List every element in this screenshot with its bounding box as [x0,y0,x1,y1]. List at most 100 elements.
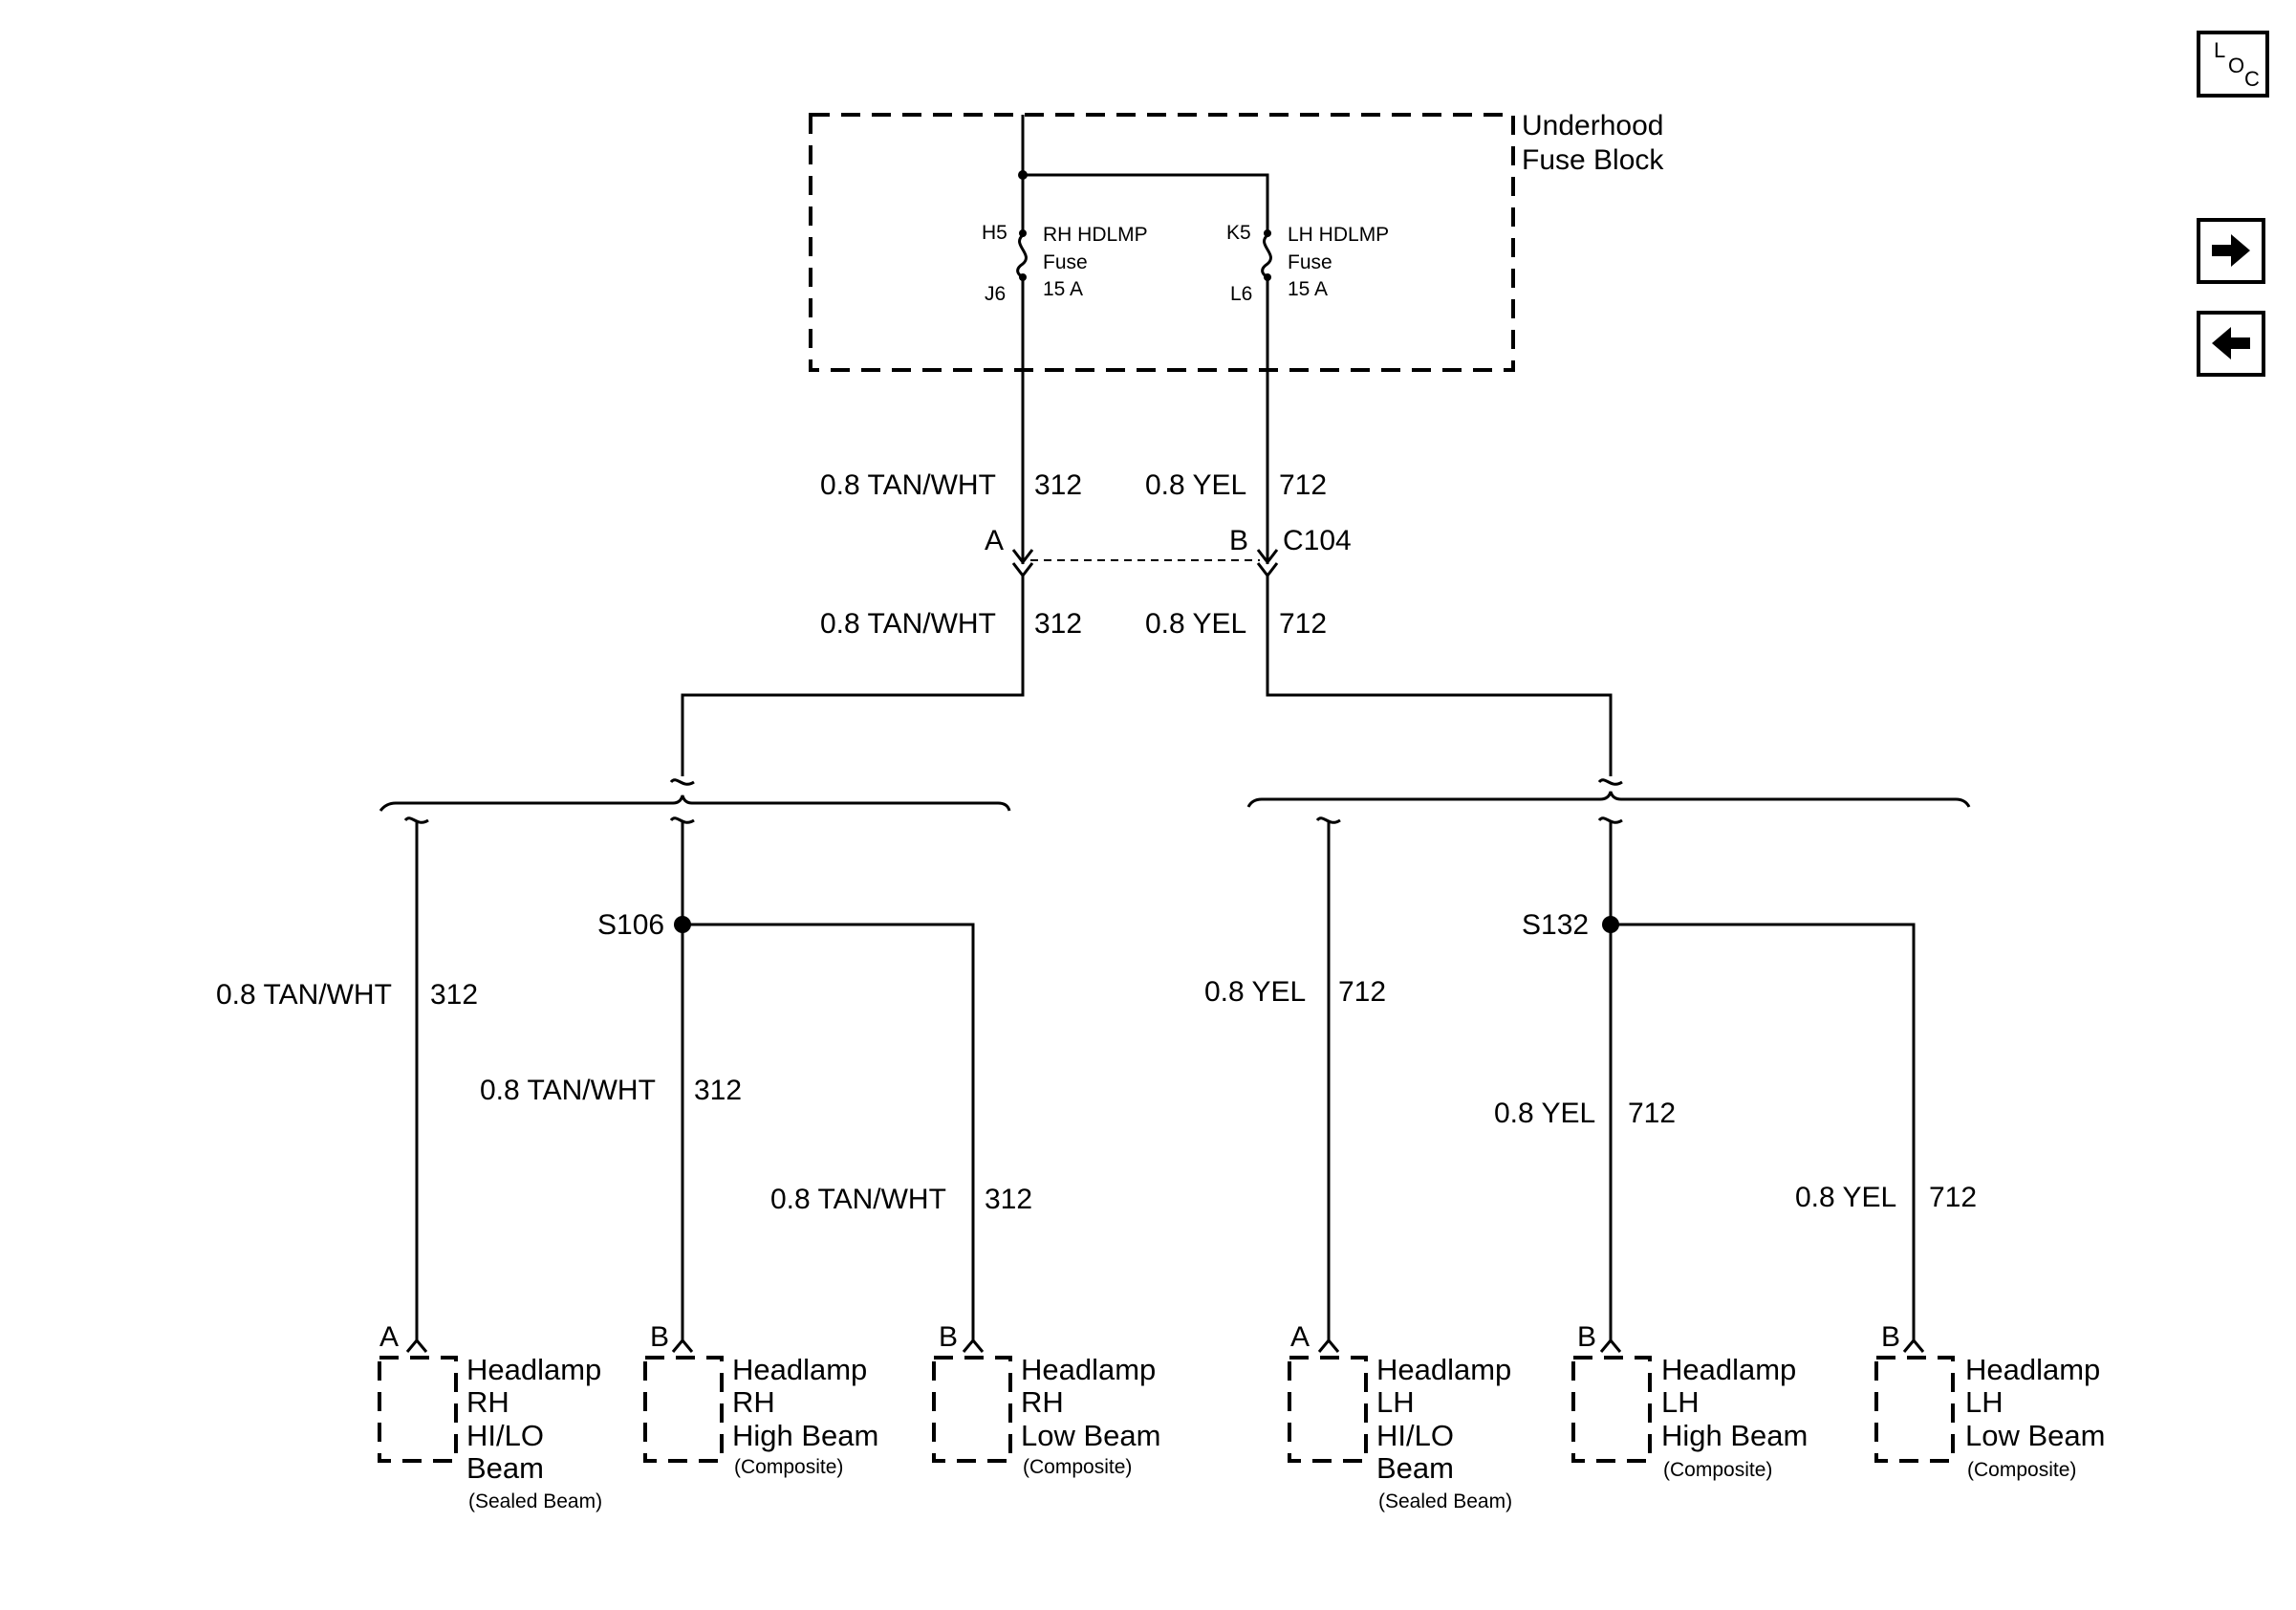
splice-s132-dot [1602,916,1619,933]
lh-fuse-name: LH HDLMP [1288,224,1389,246]
lh-circuit-number-lower: 712 [1279,608,1327,640]
headlamp-rh-hilo-outline [378,1356,458,1463]
headlamp-lh-high-note: (Composite) [1663,1459,1772,1481]
headlamp-lh-hilo-l1: Headlamp [1376,1353,1511,1386]
rh-harness-brace [379,794,1011,812]
headlamp-rh-high-note: (Composite) [734,1456,843,1478]
loc-letter-c: C [2244,67,2260,91]
headlamp-lh-hilo-outline [1288,1356,1368,1463]
rh-headlamp-fuse: H5 J6 RH HDLMP Fuse 15 A [982,175,1148,564]
headlamp-rh-low-l2: RH [1021,1385,1064,1419]
rh-fuse-name: RH HDLMP [1043,224,1148,246]
forward-button[interactable] [2197,218,2265,284]
lh-fuse-out-pin: L6 [1230,283,1252,305]
headlamp-rh-hilo: A Headlamp RH HI/LO Beam (Sealed Beam) [378,1321,602,1512]
rh-fuse-label: Fuse [1043,251,1088,273]
arrow-left-icon [2212,327,2250,359]
headlamp-rh-high-pin: B [650,1321,669,1353]
lh-circuit-number-upper: 712 [1279,469,1327,501]
rh-fuse-in-pin: H5 [982,222,1007,244]
headlamp-lh-low-l1: Headlamp [1965,1353,2100,1386]
lh-hilo-wire-label: 0.8 YEL [1204,976,1306,1008]
lh-wire-label-lower: 0.8 YEL [1145,608,1246,640]
headlamp-lh-high-l2: LH [1661,1385,1700,1419]
lh-low-circuit: 712 [1929,1182,1977,1213]
splice-s106-dot [674,916,691,933]
lh-trunk-wire [1266,576,1613,776]
lh-wire-label-upper: 0.8 YEL [1145,469,1246,501]
rh-circuit-number-upper: 312 [1034,469,1082,501]
headlamp-lh-low: B Headlamp LH Low Beam (Composite) [1874,1321,2105,1481]
headlamp-lh-hilo: A Headlamp LH HI/LO Beam (Sealed Beam) [1288,1321,1512,1512]
headlamp-lh-hilo-l3: HI/LO [1376,1419,1454,1452]
rh-hilo-wire-label: 0.8 TAN/WHT [216,979,392,1011]
headlamp-rh-high: B Headlamp RH High Beam (Composite) [643,1321,878,1478]
rh-wire-label-lower: 0.8 TAN/WHT [820,608,996,640]
lh-high-wire-label: 0.8 YEL [1494,1098,1595,1129]
headlamp-rh-high-outline [643,1356,724,1463]
headlamp-rh-hilo-l1: Headlamp [466,1353,601,1386]
rh-wire-label-upper: 0.8 TAN/WHT [820,469,996,501]
loc-letter-l: L [2214,38,2226,62]
headlamp-rh-low-pin: B [939,1321,958,1353]
lh-harness-brace [1246,791,1971,808]
headlamp-rh-high-l3: High Beam [732,1419,878,1452]
rh-fuse-out-pin: J6 [985,283,1006,305]
headlamp-rh-hilo-l3: HI/LO [466,1419,544,1452]
rh-break-mark [669,778,695,786]
headlamp-lh-hilo-l4: Beam [1376,1451,1454,1485]
lh-low-wire [1611,923,1916,1340]
headlamp-rh-low-outline [932,1356,1012,1463]
rh-trunk-wire [681,576,1025,776]
loc-letter-o: O [2228,54,2245,77]
splice-s132-label: S132 [1522,909,1589,941]
headlamp-lh-high-outline [1571,1356,1652,1463]
rh-low-circuit: 312 [985,1184,1032,1215]
connector-c104: A B C104 [985,525,1352,578]
back-button[interactable] [2197,311,2265,377]
lh-high-circuit: 712 [1628,1098,1676,1129]
headlamp-lh-low-l3: Low Beam [1965,1419,2105,1452]
headlamp-rh-low-l3: Low Beam [1021,1419,1160,1452]
locate-button[interactable]: L O C [2197,31,2269,98]
headlamp-lh-low-l2: LH [1965,1385,2004,1419]
rh-circuit-number-lower: 312 [1034,608,1082,640]
c104-id: C104 [1283,525,1352,556]
lh-fuse-label: Fuse [1288,251,1332,273]
fuse-block-title-2: Fuse Block [1522,144,1664,176]
headlamp-lh-hilo-pin: A [1290,1321,1310,1353]
rh-low-wire [682,923,975,1340]
rh-fuse-rating: 15 A [1043,278,1083,300]
rh-branch-a-break [403,816,429,824]
c104-pin-a: A [985,525,1004,556]
lh-branch-a-break [1315,816,1341,824]
arrow-right-icon [2212,234,2250,267]
feed-bus [1021,115,1269,231]
headlamp-lh-high-l1: Headlamp [1661,1353,1796,1386]
headlamp-rh-hilo-l4: Beam [466,1451,544,1485]
fuse-block-outline [809,113,1515,372]
headlamp-rh-hilo-l2: RH [466,1385,509,1419]
headlamp-rh-low-note: (Composite) [1023,1456,1132,1478]
lh-low-wire-label: 0.8 YEL [1795,1182,1896,1213]
headlamp-lh-hilo-note: (Sealed Beam) [1378,1490,1512,1512]
headlamp-lh-high-pin: B [1577,1321,1596,1353]
splice-s106-label: S106 [597,909,664,941]
headlamp-rh-low-l1: Headlamp [1021,1353,1156,1386]
lh-branch-b-break [1597,816,1623,824]
rh-hilo-circuit: 312 [430,979,478,1011]
fuse-block-title-1: Underhood [1522,110,1663,141]
lh-headlamp-fuse: K5 L6 LH HDLMP Fuse 15 A [1226,222,1389,564]
headlamp-rh-low: B Headlamp RH Low Beam (Composite) [932,1321,1160,1478]
headlamp-lh-high: B Headlamp LH High Beam (Composite) [1571,1321,1808,1481]
rh-branch-b-break [669,816,695,824]
lh-fuse-rating: 15 A [1288,278,1328,300]
lh-hilo-circuit: 712 [1338,976,1386,1008]
headlamp-lh-low-note: (Composite) [1967,1459,2076,1481]
headlamp-lh-high-l3: High Beam [1661,1419,1808,1452]
headlamp-rh-hilo-note: (Sealed Beam) [468,1490,602,1512]
headlamp-rh-high-l2: RH [732,1385,775,1419]
headlamp-lh-low-outline [1874,1356,1955,1463]
rh-high-wire-label: 0.8 TAN/WHT [480,1075,656,1106]
